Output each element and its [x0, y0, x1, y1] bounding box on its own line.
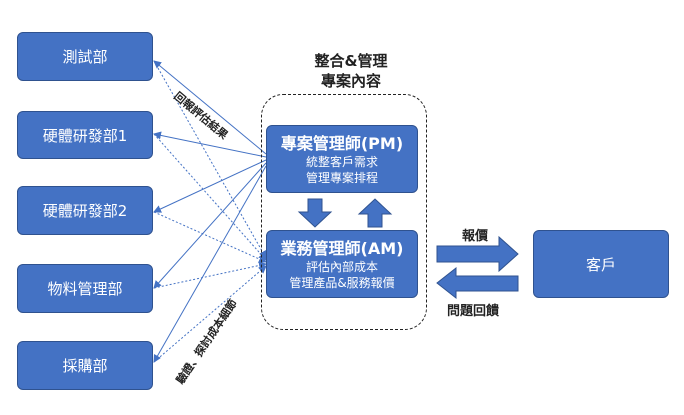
am-line2: 管理產品&服務報價: [289, 276, 395, 290]
left-arrow-icon: [436, 266, 519, 300]
am-title: 業務管理師(AM): [280, 239, 404, 258]
line-pm-dept3: [153, 159, 267, 213]
down-arrow-icon: [297, 198, 333, 228]
dotted-dept1-am: [153, 60, 267, 259]
line-pm-dept4: [153, 162, 267, 289]
dept-hardware-rd-2: 硬體研發部2: [17, 186, 153, 235]
container-title-line1: 整合&管理: [314, 52, 388, 70]
line-pm-dept5: [153, 165, 267, 363]
client-box: 客戶: [533, 230, 669, 298]
dotted-dept2-am: [153, 133, 267, 261]
dept-hardware-rd-1: 硬體研發部1: [17, 111, 153, 159]
pm-title: 專案管理師(PM): [280, 134, 404, 153]
pm-line2: 管理專案排程: [305, 171, 378, 185]
dept-purchasing: 採購部: [17, 341, 153, 390]
dotted-dept5-am: [153, 265, 267, 363]
quote-label: 報價: [462, 229, 489, 244]
verify-lines: [153, 60, 267, 363]
line-pm-dept2: [153, 131, 267, 158]
issue-label: 問題回饋: [447, 304, 500, 319]
dept-testing: 測試部: [17, 32, 153, 81]
line-pm-dept1: [153, 60, 267, 155]
feedback-lines: [153, 60, 267, 363]
am-box: 業務管理師(AM) 評估內部成本 管理產品&服務報價: [266, 230, 418, 298]
dotted-dept3-am: [153, 211, 267, 263]
dotted-dept4-am: [153, 261, 267, 289]
container-title-line2: 專案內容: [320, 72, 381, 90]
pm-line1: 統整客戶需求: [305, 155, 378, 169]
pm-box: 專案管理師(PM) 統整客戶需求 管理專案排程: [266, 125, 418, 193]
right-arrow-icon: [436, 235, 519, 273]
am-line1: 評估內部成本: [305, 260, 378, 274]
up-arrow-icon: [357, 198, 393, 228]
dept-materials: 物料管理部: [17, 264, 153, 313]
integration-container: [261, 94, 427, 330]
container-title: 整合&管理 專案內容: [298, 51, 404, 91]
